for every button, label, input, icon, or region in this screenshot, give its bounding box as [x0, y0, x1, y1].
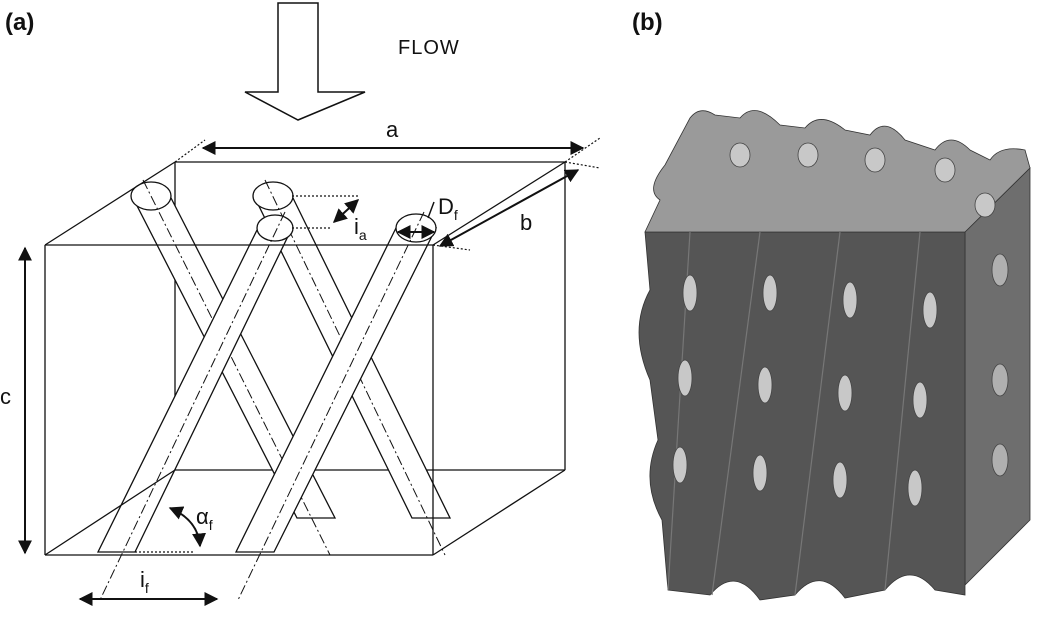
flow-arrow: [244, 2, 366, 121]
dim-b-arrow: [438, 169, 580, 247]
solid-front-face: [638, 231, 966, 601]
flow-label: FLOW: [398, 37, 460, 59]
fibrous-structure-3d: [638, 110, 1031, 601]
dim-alpha-label: αf: [196, 504, 213, 533]
dim-ia-arrow: [332, 199, 360, 223]
dim-ia-label: ia: [354, 214, 367, 243]
panel-a-label: (a): [5, 9, 34, 36]
dim-a-extension: [174, 139, 206, 163]
dim-df-label: Df: [438, 194, 458, 223]
dim-if-label: if: [140, 567, 149, 596]
solid-holes: [672, 274, 938, 507]
panel-b-label: (b): [632, 9, 663, 36]
dim-alpha-arrow: [168, 506, 207, 548]
dim-a-label: a: [386, 117, 399, 142]
solid-top-face: [644, 110, 1031, 233]
dim-b-label: b: [520, 210, 532, 235]
dim-c-label: c: [0, 384, 11, 409]
